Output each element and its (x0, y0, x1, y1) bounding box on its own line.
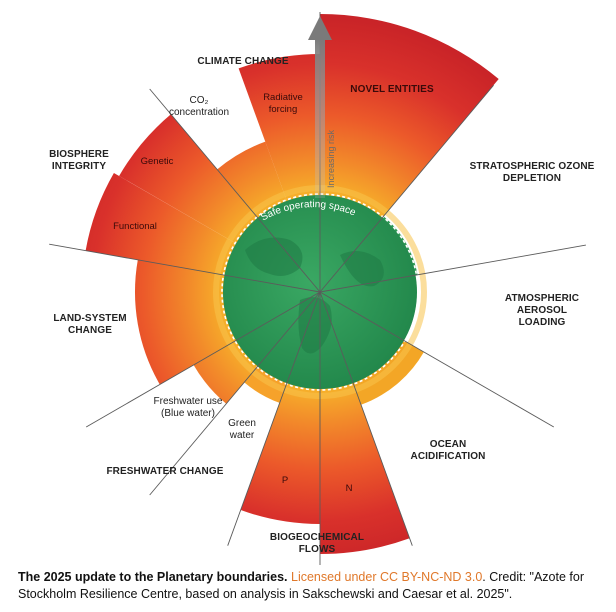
radiative-forcing-label: Radiative forcing (252, 92, 314, 116)
license-link[interactable]: Licensed under CC BY-NC-ND 3.0 (291, 570, 483, 584)
increasing-risk-arrow: Increasing risk (308, 16, 336, 198)
aerosol-line1: ATMOSPHERIC (504, 293, 580, 304)
planetary-boundaries-diagram: Increasing risk Safe operating space (49, 12, 586, 565)
biosphere-integrity-label: BIOSPHERE INTEGRITY (34, 149, 124, 173)
figure-caption: The 2025 update to the Planetary boundar… (18, 569, 608, 603)
sector-divider-line (319, 84, 494, 293)
nitrogen-label: N (345, 483, 353, 494)
sector-divider-line (49, 243, 321, 293)
aerosol-line3: LOADING (518, 317, 566, 328)
safe-boundary-ring (221, 193, 419, 391)
bio-flows-line2: FLOWS (298, 544, 336, 555)
functional-label: Functional (113, 221, 157, 232)
ozone-line2: DEPLETION (502, 173, 562, 184)
sector-divider-line (227, 291, 321, 546)
radiative-line2: forcing (268, 104, 298, 115)
caption-title: The 2025 update to the Planetary boundar… (18, 570, 288, 584)
sector-divider-line (319, 244, 586, 293)
biogeochemical-flows-label: BIOGEOCHEMICAL FLOWS (262, 532, 372, 556)
aerosol-line2: AEROSOL (516, 305, 568, 316)
co2-concentration-label: CO₂ concentration (164, 95, 234, 119)
sector-divider-line (149, 88, 321, 293)
blue-line1: Freshwater use (153, 396, 223, 407)
atmospheric-aerosol-label: ATMOSPHERIC AEROSOL LOADING (492, 293, 592, 329)
bio-flows-line1: BIOGEOCHEMICAL (269, 532, 365, 543)
genetic-label: Genetic (140, 156, 174, 167)
caption-credit: . Credit: "Azote for Stockholm Resilienc… (18, 570, 584, 601)
blue-water-label: Freshwater use (Blue water) (148, 396, 228, 420)
phosphorus-label: P (281, 475, 289, 486)
land-system-change-label: LAND-SYSTEM CHANGE (40, 313, 140, 337)
increasing-risk-label: Increasing risk (326, 129, 336, 188)
co2-line1: CO₂ (189, 95, 209, 106)
ocean-line2: ACIDIFICATION (410, 451, 486, 462)
ocean-acidification-label: OCEAN ACIDIFICATION (398, 439, 498, 463)
sector-divider-line (85, 291, 321, 428)
novel-entities-label: NOVEL ENTITIES (350, 84, 434, 95)
land-line1: LAND-SYSTEM (53, 313, 127, 324)
freshwater-change-label: FRESHWATER CHANGE (106, 466, 224, 477)
sector-divider-line (319, 291, 555, 428)
biosphere-line1: BIOSPHERE (49, 149, 109, 160)
stratospheric-ozone-label: STRATOSPHERIC OZONE DEPLETION (462, 161, 602, 185)
climate-change-label: CLIMATE CHANGE (197, 56, 289, 67)
green-water-label: Green water (222, 418, 262, 442)
co2-line2: concentration (168, 107, 230, 118)
sector-divider-lines (49, 12, 586, 565)
land-line2: CHANGE (68, 325, 112, 336)
ozone-line1: STRATOSPHERIC OZONE (469, 161, 595, 172)
globe-landmass (245, 237, 384, 354)
biosphere-line2: INTEGRITY (51, 161, 107, 172)
sector-divider-line (319, 291, 413, 546)
ocean-line1: OCEAN (429, 439, 467, 450)
green-line1: Green (228, 418, 256, 429)
radiative-line1: Radiative (263, 92, 303, 103)
blue-line2: (Blue water) (161, 408, 215, 419)
green-line2: water (229, 430, 255, 441)
sector-divider-line (149, 291, 321, 496)
